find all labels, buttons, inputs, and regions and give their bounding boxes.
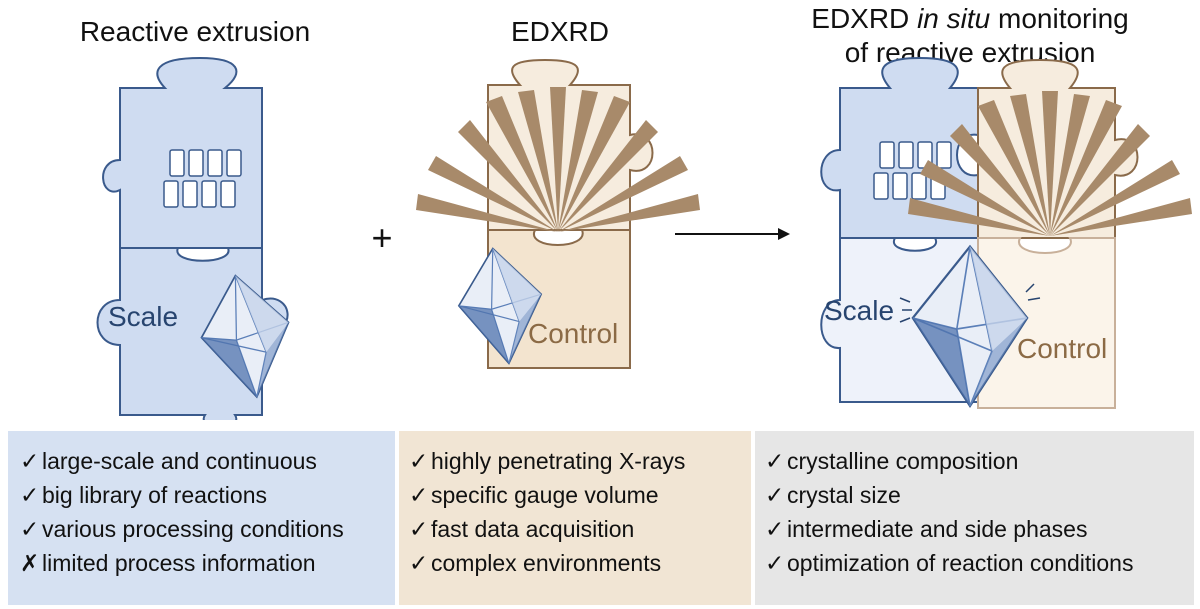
list-item: ✓intermediate and side phases <box>765 512 1194 546</box>
item-text: various processing conditions <box>42 516 344 542</box>
title-line1-prefix: EDXRD <box>811 3 918 34</box>
list-item: ✓optimization of reaction conditions <box>765 546 1194 580</box>
label-control-right: Control <box>1017 333 1107 364</box>
check-icon: ✓ <box>765 482 785 508</box>
list-item: ✓various processing conditions <box>20 512 395 546</box>
list-item: ✓crystalline composition <box>765 444 1194 478</box>
check-icon: ✓ <box>765 448 785 474</box>
check-icon: ✓ <box>765 550 785 576</box>
title-edxrd-in-situ: EDXRD in situ monitoring of reactive ext… <box>760 2 1180 70</box>
plus-sign: + <box>371 217 392 258</box>
item-text: limited process information <box>42 550 316 576</box>
label-scale-left: Scale <box>108 301 178 332</box>
puzzle-reactive-extrusion <box>96 56 302 420</box>
label-scale-right: Scale <box>824 295 894 326</box>
sparkle-right-icon <box>1025 283 1041 301</box>
label-control-middle: Control <box>528 318 618 349</box>
check-icon: ✓ <box>409 550 429 576</box>
check-icon: ✓ <box>20 448 40 474</box>
list-item: ✓large-scale and continuous <box>20 444 395 478</box>
list-item: ✗limited process information <box>20 546 395 580</box>
cross-icon: ✗ <box>20 550 40 576</box>
title-line1-italic: in situ <box>917 3 991 34</box>
item-text: large-scale and continuous <box>42 448 317 474</box>
feature-panels: ✓large-scale and continuous ✓big library… <box>8 431 1194 605</box>
item-text: fast data acquisition <box>431 516 635 542</box>
list-item: ✓complex environments <box>409 546 751 580</box>
item-text: crystal size <box>787 482 901 508</box>
item-text: specific gauge volume <box>431 482 659 508</box>
title-edxrd: EDXRD <box>510 16 609 47</box>
check-icon: ✓ <box>20 482 40 508</box>
list-item: ✓specific gauge volume <box>409 478 751 512</box>
check-icon: ✓ <box>765 516 785 542</box>
diagram-artwork: + <box>96 56 1192 420</box>
check-icon: ✓ <box>20 516 40 542</box>
puzzle-edxrd <box>416 58 700 370</box>
panel-reactive-extrusion: ✓large-scale and continuous ✓big library… <box>8 431 395 605</box>
puzzle-combined <box>820 56 1192 409</box>
list-item: ✓highly penetrating X-rays <box>409 444 751 478</box>
check-icon: ✓ <box>409 448 429 474</box>
panel-edxrd: ✓highly penetrating X-rays ✓specific gau… <box>399 431 751 605</box>
list-item: ✓big library of reactions <box>20 478 395 512</box>
title-reactive-extrusion: Reactive extrusion <box>79 16 311 47</box>
item-text: optimization of reaction conditions <box>787 550 1134 576</box>
list-item: ✓fast data acquisition <box>409 512 751 546</box>
sparkle-left-icon <box>899 297 912 323</box>
list-item: ✓crystal size <box>765 478 1194 512</box>
item-text: crystalline composition <box>787 448 1019 474</box>
item-text: complex environments <box>431 550 662 576</box>
panel-combined: ✓crystalline composition ✓crystal size ✓… <box>755 431 1194 605</box>
item-text: intermediate and side phases <box>787 516 1088 542</box>
check-icon: ✓ <box>409 482 429 508</box>
title-line1-suffix: monitoring <box>990 3 1129 34</box>
item-text: big library of reactions <box>42 482 267 508</box>
xray-rays-icon <box>416 87 700 232</box>
item-text: highly penetrating X-rays <box>431 448 686 474</box>
right-arrow-icon <box>675 228 790 240</box>
check-icon: ✓ <box>409 516 429 542</box>
